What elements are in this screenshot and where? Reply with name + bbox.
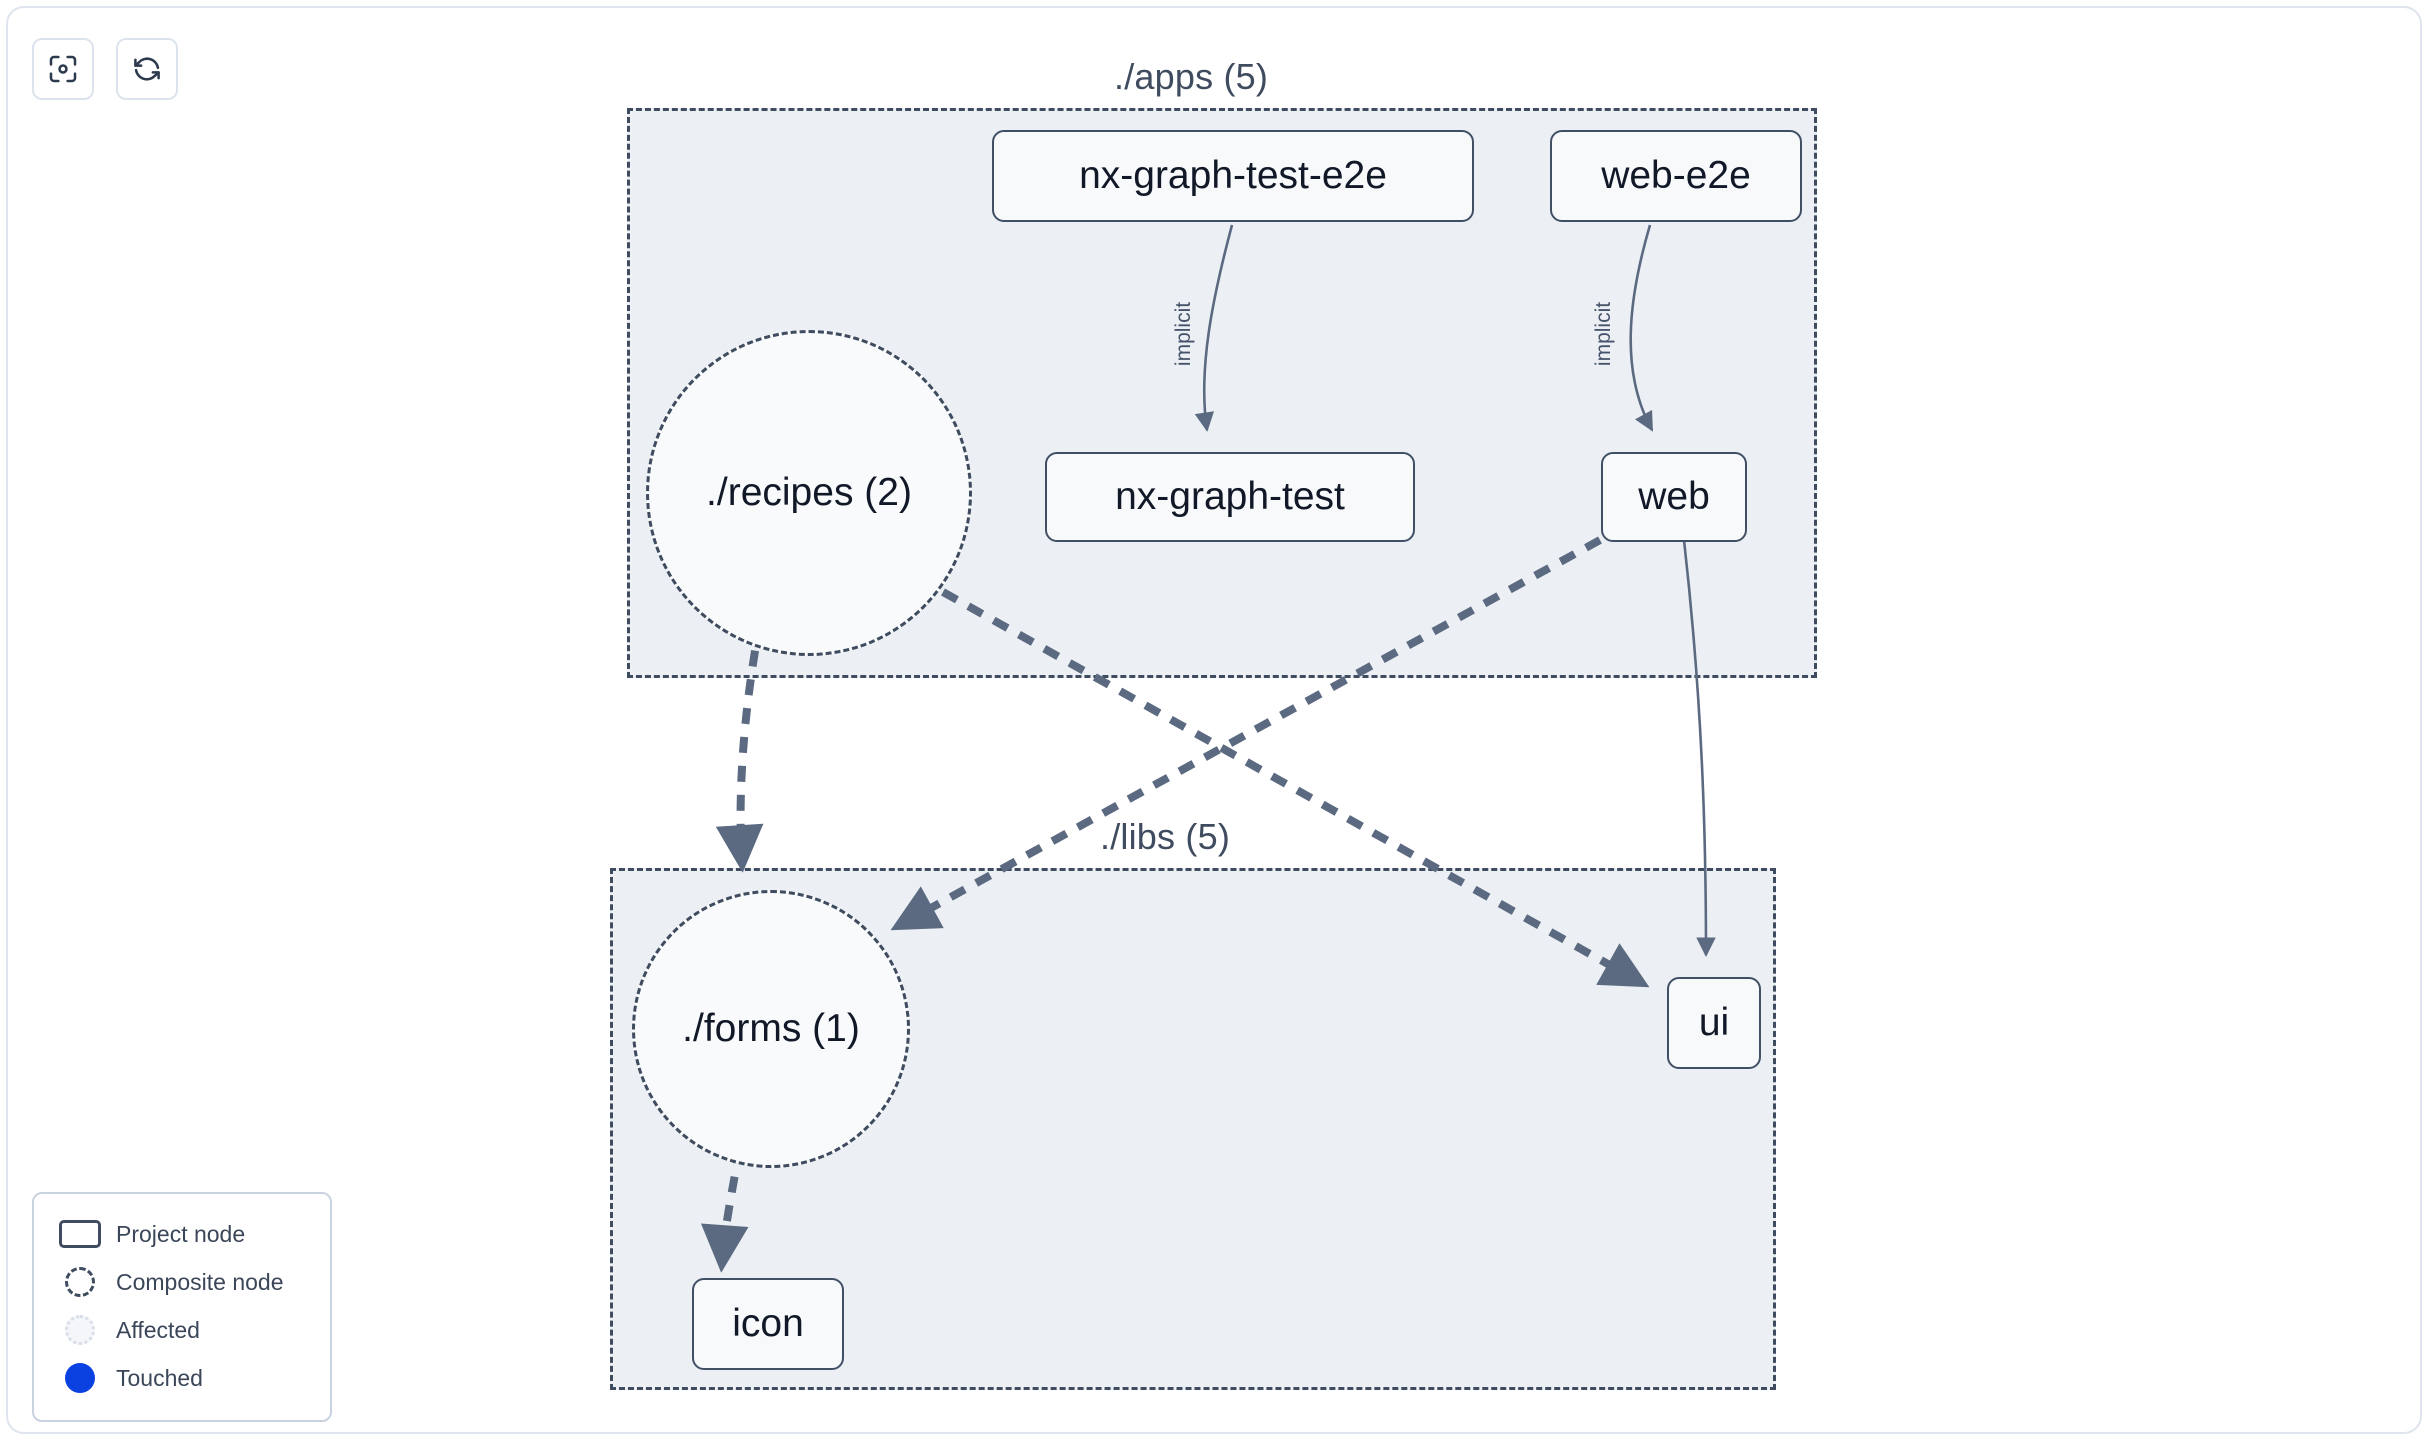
legend-item-label: Affected — [116, 1316, 200, 1343]
graph-toolbar — [32, 38, 178, 100]
refresh-icon — [131, 53, 163, 85]
node-icon[interactable]: icon — [692, 1278, 844, 1370]
group-label-apps: ./apps (5) — [1114, 56, 1269, 97]
node-label: ui — [1698, 1001, 1730, 1044]
focus-graph-button[interactable] — [32, 38, 94, 100]
legend-item-label: Touched — [116, 1364, 203, 1391]
node-nx-graph-test-e2e[interactable]: nx-graph-test-e2e — [992, 130, 1474, 222]
group-label-libs: ./libs (5) — [1100, 816, 1231, 857]
project-node-swatch — [54, 1220, 106, 1248]
node-ui[interactable]: ui — [1667, 977, 1761, 1069]
refresh-graph-button[interactable] — [116, 38, 178, 100]
node-label: nx-graph-test-e2e — [1079, 154, 1387, 197]
legend-item-label: Project node — [116, 1220, 246, 1247]
node-label: web-e2e — [1601, 154, 1751, 197]
legend-item-affected: Affected — [54, 1306, 310, 1354]
node-label: icon — [732, 1302, 804, 1345]
node-label: ./recipes (2) — [706, 471, 912, 514]
legend-item-label: Composite node — [116, 1268, 284, 1295]
edge-label-implicit-nx-graph-test: implicit — [1172, 301, 1196, 367]
node-web[interactable]: web — [1601, 452, 1747, 542]
node-forms[interactable]: ./forms (1) — [632, 890, 910, 1168]
composite-node-swatch — [54, 1267, 106, 1297]
graph-legend: Project node Composite node Affected Tou… — [32, 1192, 332, 1422]
node-nx-graph-test[interactable]: nx-graph-test — [1045, 452, 1415, 542]
node-label: nx-graph-test — [1115, 475, 1345, 518]
touched-swatch — [54, 1363, 106, 1393]
focus-target-icon — [47, 53, 79, 85]
edge-label-implicit-web: implicit — [1592, 301, 1616, 367]
legend-item-project-node: Project node — [54, 1210, 310, 1258]
affected-swatch — [54, 1315, 106, 1345]
node-recipes[interactable]: ./recipes (2) — [646, 330, 972, 656]
node-label: ./forms (1) — [682, 1007, 860, 1050]
legend-item-touched: Touched — [54, 1354, 310, 1402]
legend-item-composite-node: Composite node — [54, 1258, 310, 1306]
node-label: web — [1638, 475, 1710, 518]
node-web-e2e[interactable]: web-e2e — [1550, 130, 1802, 222]
